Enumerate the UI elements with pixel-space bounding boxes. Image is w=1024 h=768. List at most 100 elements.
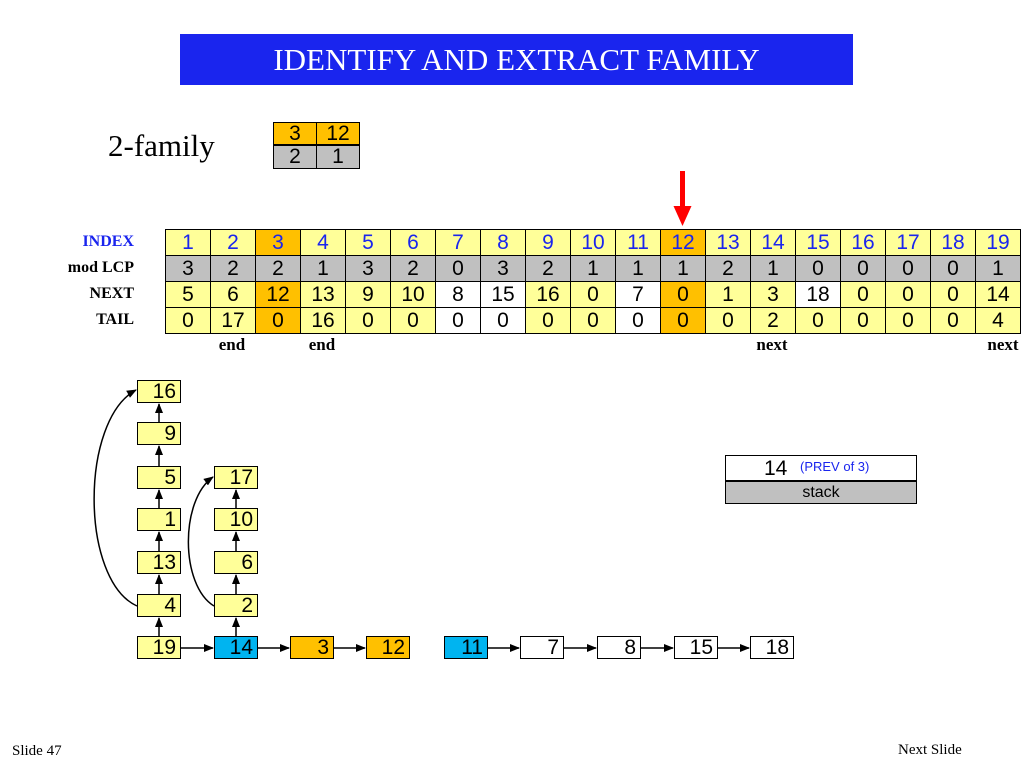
table-cell: 3: [165, 255, 211, 282]
table-cell: 2: [390, 255, 436, 282]
table-cell: 0: [435, 307, 481, 334]
chain-node: 7: [520, 636, 564, 659]
table-cell: 19: [975, 229, 1021, 256]
column-note: next: [756, 335, 788, 354]
table-cell: 5: [165, 281, 211, 308]
table-cell: 0: [930, 307, 976, 334]
chain-node: 12: [366, 636, 410, 659]
table-cell: 18: [795, 281, 841, 308]
row-label: INDEX: [82, 233, 134, 250]
table-cell: 4: [975, 307, 1021, 334]
chain-node: 6: [214, 551, 258, 574]
table-cell: 6: [210, 281, 256, 308]
table-cell: 4: [300, 229, 346, 256]
table-cell: 17: [210, 307, 256, 334]
stack-entry: 14 (PREV of 3): [725, 455, 917, 481]
chain-node: 2: [214, 594, 258, 617]
column-note: next: [987, 335, 1019, 354]
table-cell: 3: [750, 281, 796, 308]
table-cell: 0: [795, 307, 841, 334]
table-cell: 16: [525, 281, 571, 308]
column-note: end: [218, 335, 246, 354]
chain-node: 9: [137, 422, 181, 445]
table-cell: 1: [705, 281, 751, 308]
chain-node: 15: [674, 636, 718, 659]
chain-node: 5: [137, 466, 181, 489]
next-slide-link[interactable]: Next Slide: [898, 742, 962, 758]
table-cell: 16: [300, 307, 346, 334]
table-cell: 1: [300, 255, 346, 282]
chain-node: 3: [290, 636, 334, 659]
table-cell: 8: [435, 281, 481, 308]
table-cell: 13: [705, 229, 751, 256]
family-cell: 2: [273, 145, 317, 169]
table-cell: 0: [930, 255, 976, 282]
table-cell: 2: [750, 307, 796, 334]
table-cell: 0: [885, 307, 931, 334]
table-cell: 1: [165, 229, 211, 256]
table-cell: 12: [660, 229, 706, 256]
table-cell: 2: [255, 255, 301, 282]
table-cell: 0: [255, 307, 301, 334]
slide-title: IDENTIFY AND EXTRACT FAMILY: [180, 34, 853, 85]
table-cell: 7: [435, 229, 481, 256]
table-cell: 0: [705, 307, 751, 334]
chain-curve: [187, 476, 215, 607]
table-cell: 1: [615, 255, 661, 282]
table-cell: 1: [975, 255, 1021, 282]
family-cell: 1: [316, 145, 360, 169]
table-cell: 15: [480, 281, 526, 308]
table-cell: 7: [615, 281, 661, 308]
table-cell: 9: [525, 229, 571, 256]
table-cell: 3: [345, 255, 391, 282]
table-cell: 0: [615, 307, 661, 334]
row-label: NEXT: [89, 285, 134, 302]
table-cell: 12: [255, 281, 301, 308]
chain-node: 13: [137, 551, 181, 574]
table-cell: 2: [210, 255, 256, 282]
slide-number: Slide 47: [12, 743, 62, 759]
table-cell: 10: [570, 229, 616, 256]
table-cell: 0: [525, 307, 571, 334]
table-cell: 18: [930, 229, 976, 256]
stack-label: stack: [725, 481, 917, 504]
table-cell: 0: [840, 255, 886, 282]
table-cell: 17: [885, 229, 931, 256]
row-label: TAIL: [96, 311, 134, 328]
table-cell: 1: [750, 255, 796, 282]
chain-node: 4: [137, 594, 181, 617]
chain-node: 18: [750, 636, 794, 659]
table-cell: 9: [345, 281, 391, 308]
table-cell: 1: [660, 255, 706, 282]
stack-value: 14: [764, 457, 788, 480]
table-cell: 0: [165, 307, 211, 334]
table-cell: 8: [480, 229, 526, 256]
table-cell: 0: [390, 307, 436, 334]
chain-curve: [93, 389, 138, 607]
stack-note: (PREV of 3): [800, 459, 870, 474]
chain-node: 16: [137, 380, 181, 403]
table-cell: 16: [840, 229, 886, 256]
table-cell: 15: [795, 229, 841, 256]
table-cell: 5: [345, 229, 391, 256]
table-cell: 2: [525, 255, 571, 282]
table-cell: 2: [705, 255, 751, 282]
chain-node: 10: [214, 508, 258, 531]
table-cell: 3: [480, 255, 526, 282]
chain-node: 19: [137, 636, 181, 659]
table-cell: 0: [885, 281, 931, 308]
table-cell: 0: [660, 281, 706, 308]
table-cell: 14: [975, 281, 1021, 308]
table-cell: 0: [795, 255, 841, 282]
family-cell: 12: [316, 122, 360, 145]
table-cell: 6: [390, 229, 436, 256]
table-cell: 3: [255, 229, 301, 256]
column-note: end: [308, 335, 336, 354]
table-cell: 0: [840, 281, 886, 308]
chain-node: 14: [214, 636, 258, 659]
row-label: mod LCP: [67, 259, 134, 276]
table-cell: 10: [390, 281, 436, 308]
table-cell: 11: [615, 229, 661, 256]
table-cell: 0: [570, 307, 616, 334]
